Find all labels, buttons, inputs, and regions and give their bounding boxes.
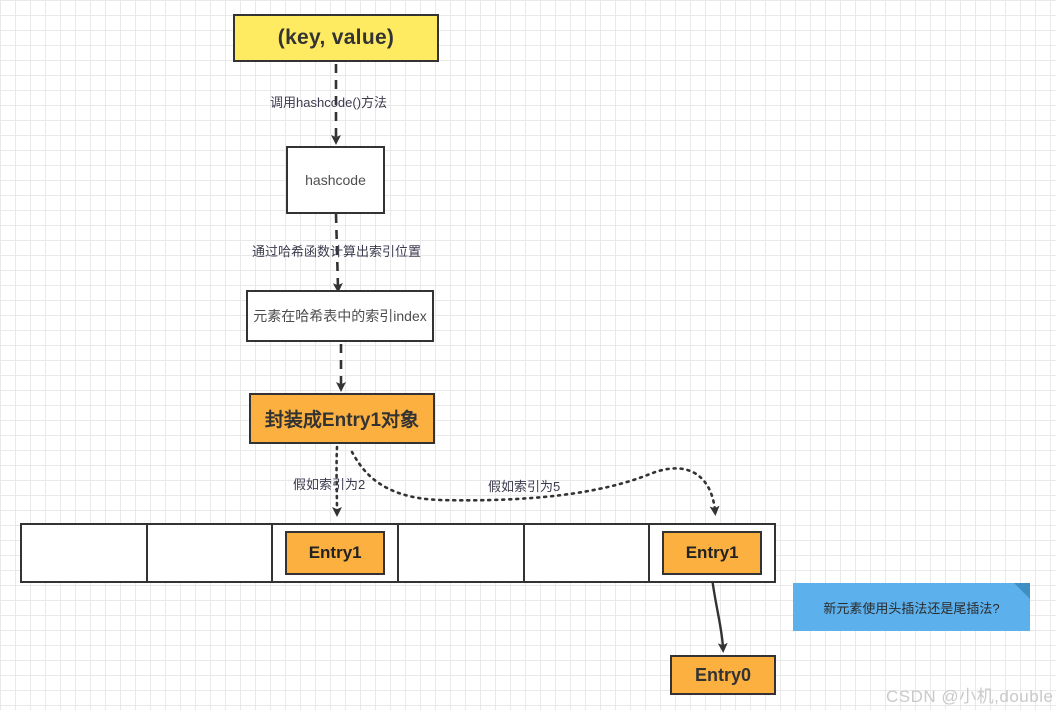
edge-label-index-is-2: 假如索引为2 [293, 478, 365, 491]
node-hashcode[interactable]: hashcode [286, 146, 385, 214]
array-cell[interactable]: Entry1 [271, 523, 400, 583]
edge-label-hash-function: 通过哈希函数计算出索引位置 [252, 245, 421, 258]
cell-entry-box[interactable]: Entry1 [285, 531, 386, 575]
edge-cell5-to-entry0 [710, 577, 728, 653]
array-cell[interactable]: Entry1 [648, 523, 777, 583]
array-cell[interactable] [397, 523, 525, 583]
callout-text: 新元素使用头插法还是尾插法? [823, 600, 1000, 616]
node-hashcode-label: hashcode [305, 172, 366, 188]
array-cell[interactable] [20, 523, 148, 583]
edge-label-index-is-5: 假如索引为5 [488, 480, 560, 493]
node-key-value[interactable]: (key, value) [233, 14, 439, 62]
edge-label-call-hashcode: 调用hashcode()方法 [270, 96, 387, 109]
cell-entry-box[interactable]: Entry1 [662, 531, 763, 575]
node-index-label: 元素在哈希表中的索引index [253, 308, 427, 324]
node-key-value-label: (key, value) [277, 26, 395, 49]
array-cell[interactable] [145, 523, 274, 583]
node-entry-object[interactable]: 封装成Entry1对象 [249, 393, 435, 444]
array-cell[interactable] [522, 523, 651, 583]
watermark-text: CSDN @小机,double [886, 687, 1054, 706]
node-entry-object-label: 封装成Entry1对象 [264, 410, 420, 431]
edge-label-call-hashcode-text: 调用hashcode()方法 [270, 95, 388, 110]
hash-table-array: Entry1 Entry1 [20, 523, 777, 583]
node-index[interactable]: 元素在哈希表中的索引index [246, 290, 434, 342]
cell-entry-label: Entry1 [308, 543, 362, 562]
edge-label-hash-function-text: 通过哈希函数计算出索引位置 [252, 244, 422, 259]
edge-label-index-is-2-text: 假如索引为2 [293, 477, 366, 492]
callout-fold-corner [1014, 583, 1030, 599]
edge-label-index-is-5-text: 假如索引为5 [488, 479, 561, 494]
node-entry0[interactable]: Entry0 [670, 655, 776, 695]
callout-note[interactable]: 新元素使用头插法还是尾插法? [793, 583, 1030, 631]
cell-entry-label: Entry1 [685, 543, 739, 562]
watermark: CSDN @小机,double [886, 682, 1053, 707]
node-entry0-label: Entry0 [694, 664, 752, 685]
